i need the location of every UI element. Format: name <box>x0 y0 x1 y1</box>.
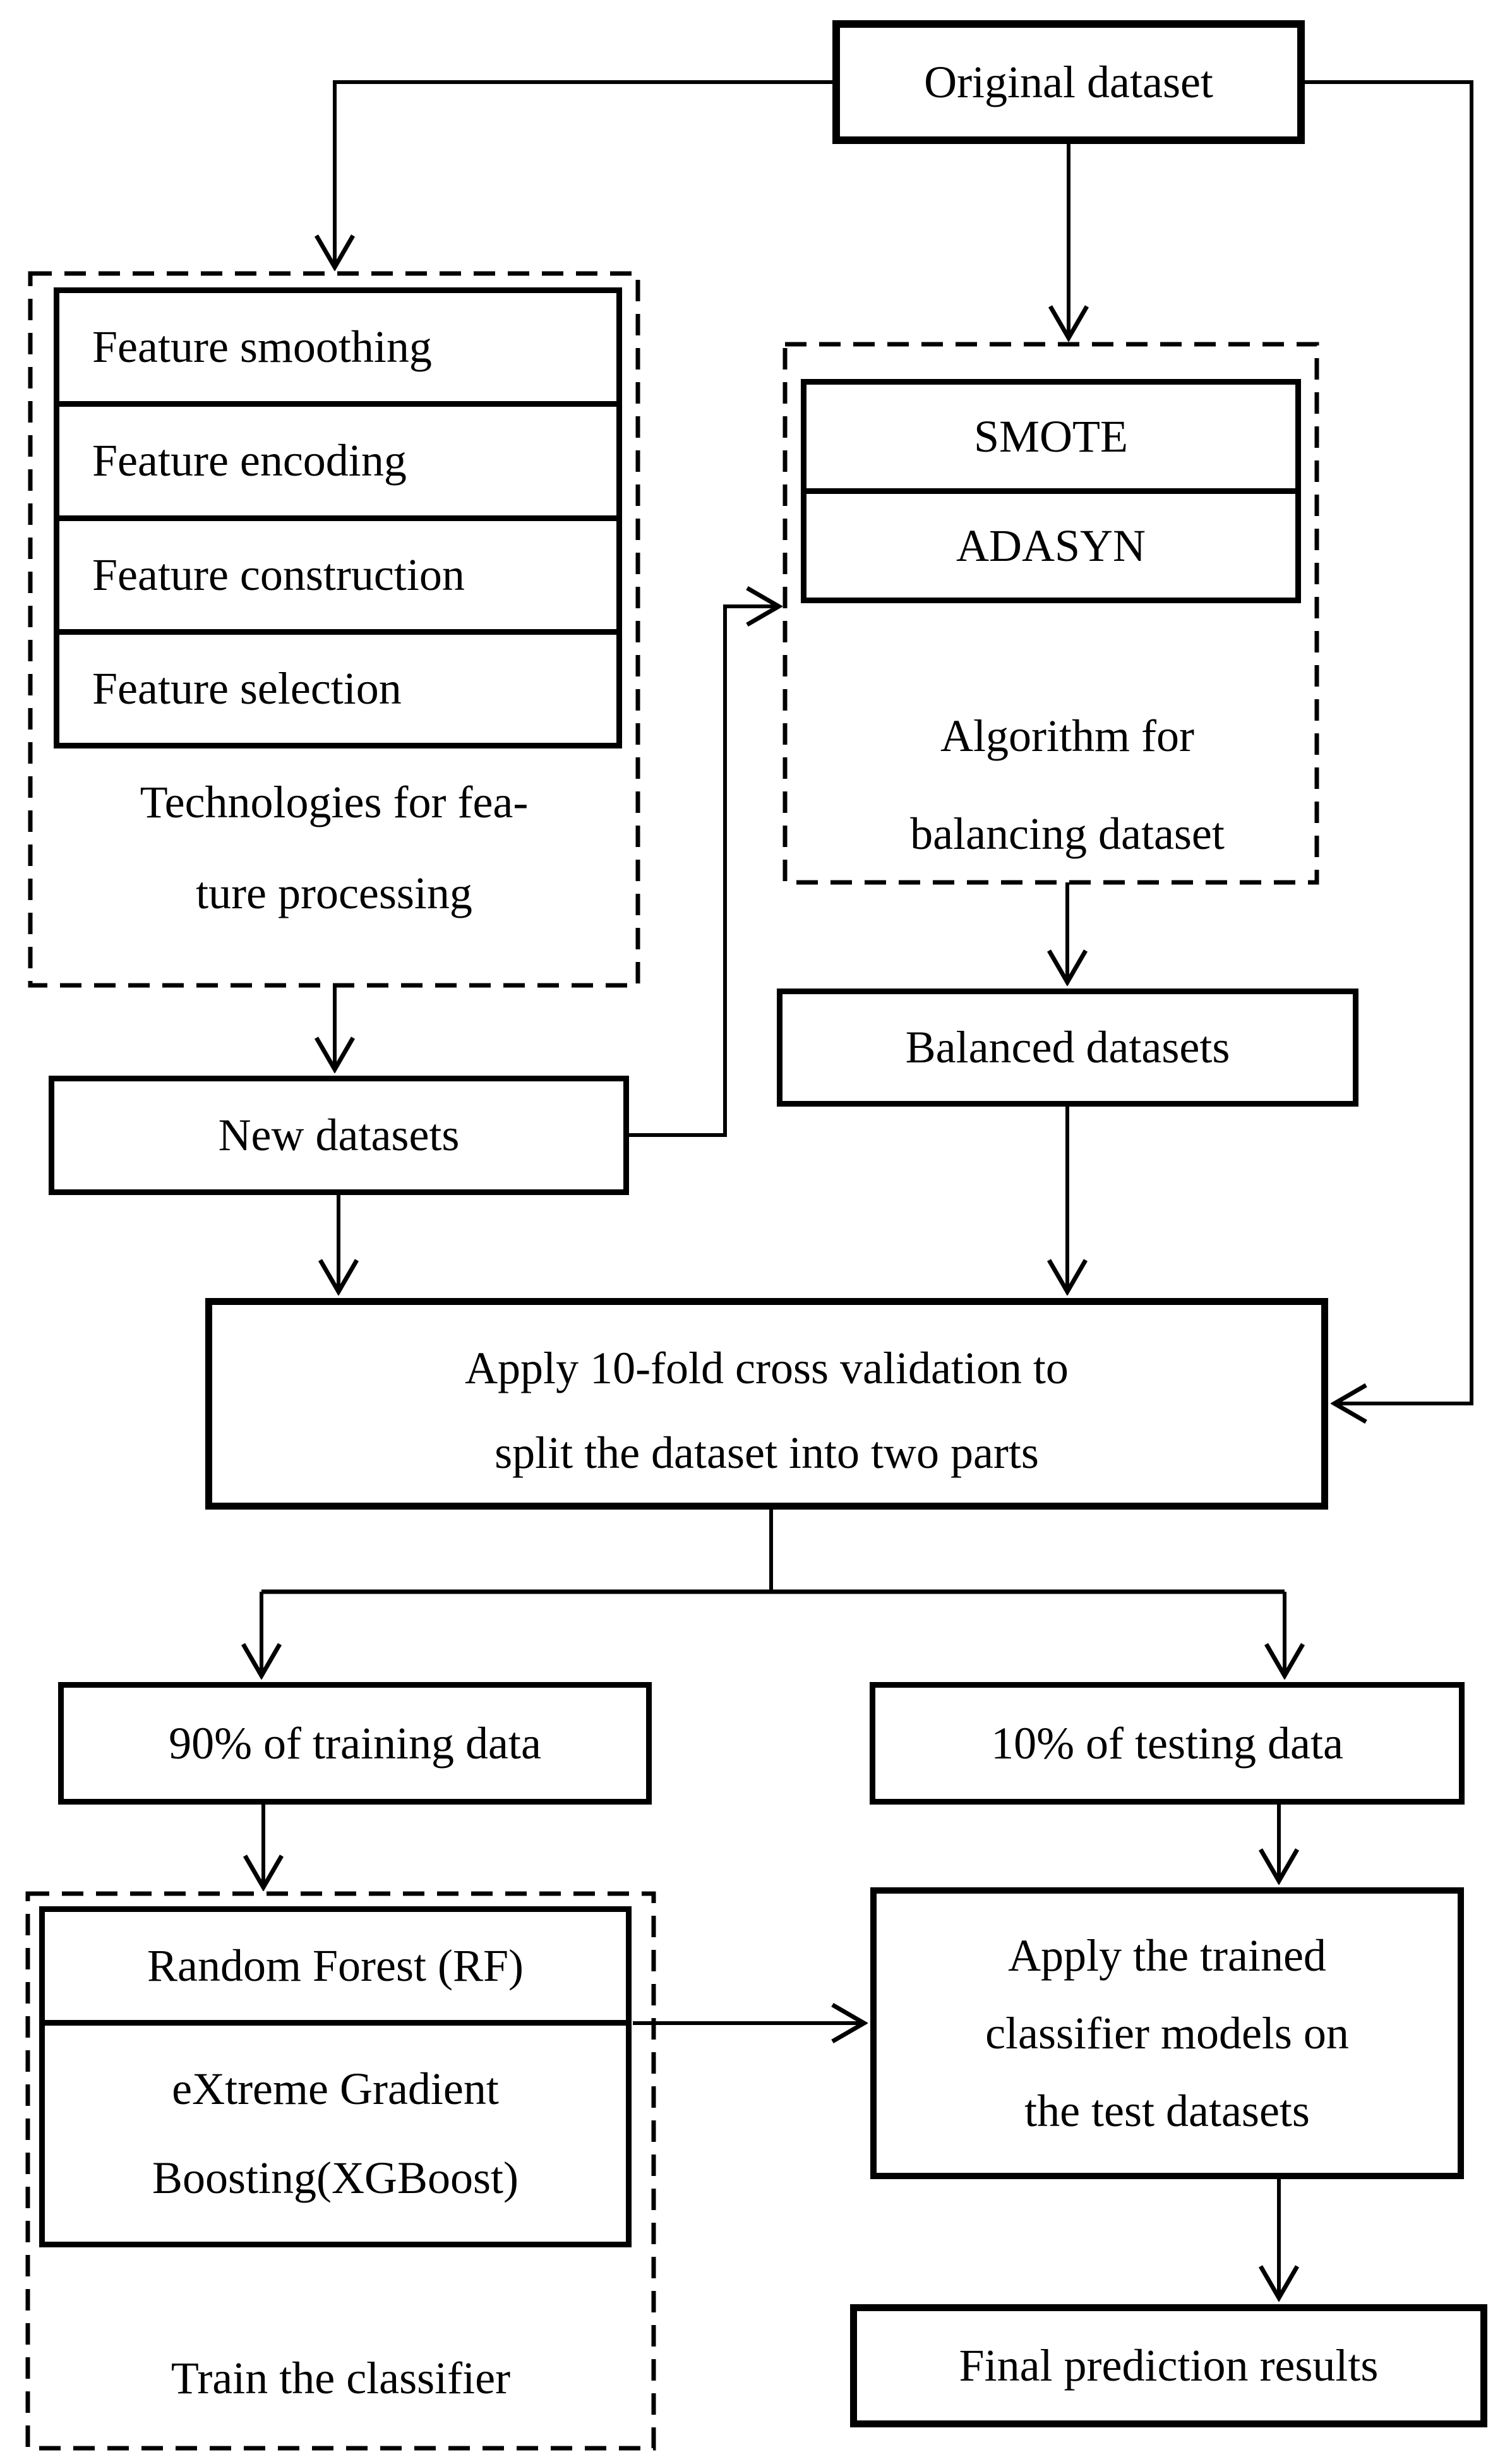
node-original-dataset-label: Original dataset <box>924 56 1213 107</box>
caption-balancing-line1: Algorithm for <box>940 710 1194 761</box>
node-feature-encoding: Feature encoding <box>59 401 616 515</box>
node-feature-construction: Feature construction <box>59 515 616 629</box>
node-apply-models-line2: classifier models on <box>985 2007 1349 2058</box>
node-xgboost-line1: eXtreme Gradient <box>172 2064 499 2114</box>
node-balanced-datasets: Balanced datasets <box>777 989 1358 1107</box>
node-feature-stack: Feature smoothing Feature encoding Featu… <box>54 287 622 748</box>
node-training-split-label: 90% of training data <box>169 1717 541 1769</box>
node-apply-models-line3: the test datasets <box>1024 2085 1310 2136</box>
caption-train-classifier: Train the classifier <box>171 2352 511 2403</box>
connector-newdatasets-to-balancing <box>629 606 779 1137</box>
node-feature-smoothing: Feature smoothing <box>92 322 432 373</box>
node-adasyn: ADASYN <box>806 488 1295 598</box>
node-final-results: Final prediction results <box>850 2304 1487 2427</box>
node-new-datasets: New datasets <box>49 1076 629 1195</box>
node-balancing-stack: SMOTE ADASYN <box>801 379 1301 603</box>
node-apply-models-line1: Apply the trained <box>1008 1930 1326 1981</box>
node-feature-selection: Feature selection <box>59 628 616 743</box>
caption-balancing-line2: balancing dataset <box>910 808 1225 859</box>
node-cross-validation-line1: Apply 10-fold cross validation to <box>465 1342 1069 1393</box>
node-training-split: 90% of training data <box>58 1682 652 1805</box>
caption-feature-processing-line1: Technologies for fea- <box>140 776 529 827</box>
node-random-forest: Random Forest (RF) <box>147 1940 524 1991</box>
node-apply-models <box>870 1887 1464 2179</box>
caption-feature-processing-line2: ture processing <box>196 867 472 918</box>
node-new-datasets-label: New datasets <box>218 1110 460 1160</box>
node-xgboost: eXtreme Gradient Boosting(XGBoost) <box>45 2020 626 2242</box>
node-cross-validation-line2: split the dataset into two parts <box>495 1427 1039 1478</box>
node-classifier-stack: Random Forest (RF) eXtreme Gradient Boos… <box>39 1906 632 2247</box>
connector-original-to-features <box>335 80 832 268</box>
node-balanced-datasets-label: Balanced datasets <box>905 1022 1230 1073</box>
node-smote: SMOTE <box>973 411 1129 462</box>
node-testing-split: 10% of testing data <box>870 1682 1465 1805</box>
node-cross-validation <box>205 1298 1328 1510</box>
node-testing-split-label: 10% of testing data <box>991 1717 1343 1769</box>
node-final-results-label: Final prediction results <box>959 2340 1379 2391</box>
node-xgboost-line2: Boosting(XGBoost) <box>152 2153 519 2203</box>
node-original-dataset: Original dataset <box>832 20 1305 144</box>
